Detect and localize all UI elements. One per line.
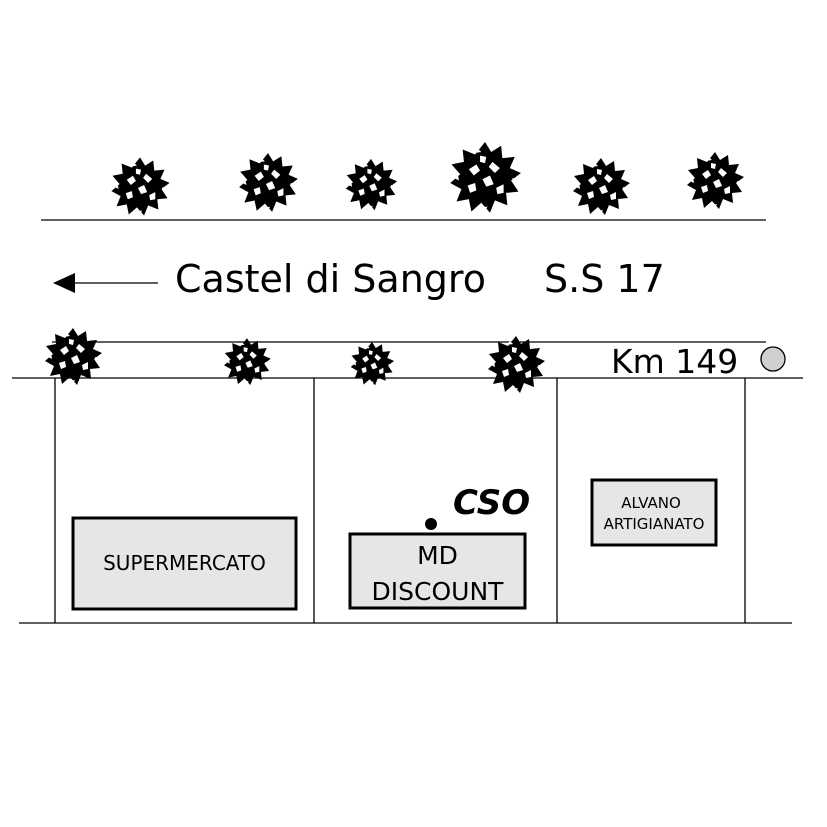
km-marker-label: Km 149	[611, 342, 738, 381]
location-marker-label: CSO	[453, 483, 530, 523]
tree-icon	[111, 157, 170, 216]
direction-label: Castel di Sangro	[175, 257, 486, 301]
tree-icon	[488, 336, 545, 393]
tree-icon	[573, 158, 630, 215]
tree-icon	[450, 142, 521, 213]
road-code-label: S.S 17	[544, 257, 665, 301]
building-md-discount: MD DISCOUNT	[348, 532, 527, 610]
location-dot-icon	[425, 518, 437, 530]
tree-icon	[345, 158, 398, 211]
grey-circle-icon	[760, 346, 786, 372]
building-supermercato: SUPERMERCATO	[71, 516, 298, 611]
tree-icon	[687, 152, 744, 209]
tree-icon	[45, 328, 102, 385]
building-label: ARTIGIANATO	[604, 515, 705, 533]
tree-icon	[350, 341, 395, 386]
building-label: ALVANO	[621, 494, 681, 512]
building-alvano-artigianato: ALVANO ARTIGIANATO	[590, 478, 718, 547]
building-label: SUPERMERCATO	[103, 551, 266, 575]
building-label: MD	[417, 541, 458, 570]
building-label: DISCOUNT	[372, 577, 505, 606]
tree-icon	[239, 153, 298, 212]
arrow-left-icon	[53, 273, 158, 293]
